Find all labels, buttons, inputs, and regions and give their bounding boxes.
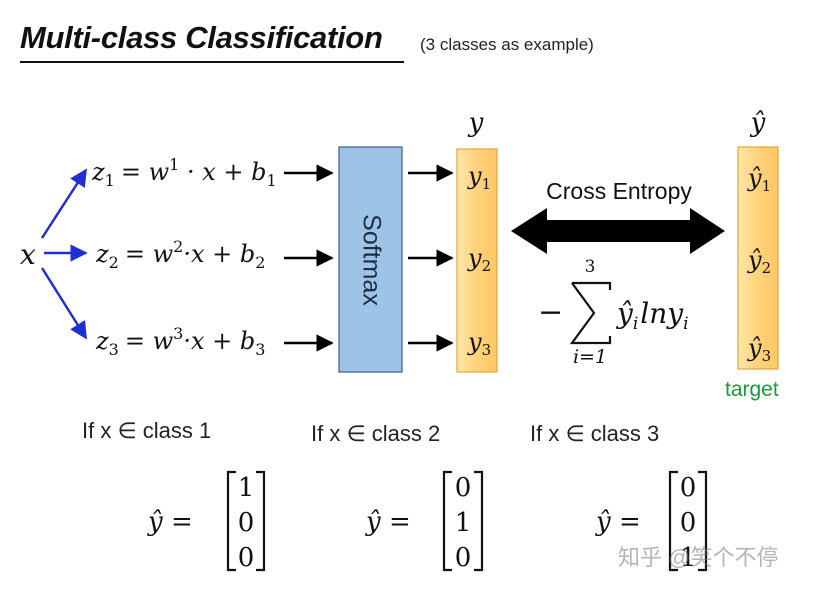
target-box	[737, 146, 779, 370]
output-y3: y3	[467, 328, 491, 359]
loss-term: ŷilnyi	[615, 297, 689, 334]
target-y2: ŷ2	[747, 246, 771, 277]
target-header: ŷ	[750, 108, 766, 138]
equation-z1: z1= w1 · x + b1	[91, 155, 277, 190]
vector-3-left-bracket	[668, 470, 678, 572]
vector-1-entry-3: 0	[238, 543, 255, 573]
output-box	[456, 148, 498, 373]
page-title: Multi-class Classification	[20, 20, 383, 55]
vector-1-left-bracket	[226, 470, 236, 572]
vector-2-left-bracket	[442, 470, 452, 572]
softmax-box	[338, 146, 403, 373]
sigma-icon	[569, 281, 612, 345]
equation-z3: z3= w3·x + b3	[95, 324, 265, 359]
page-subtitle: (3 classes as example)	[420, 35, 594, 54]
cross-entropy-label: Cross Entropy	[546, 178, 692, 204]
watermark: 知乎 @笑个不停	[618, 545, 779, 570]
input-arrow-3	[40, 267, 88, 340]
sum-lower: i=1	[573, 346, 607, 368]
cross-entropy-arrow	[511, 208, 725, 254]
vector-2-entry-3: 0	[455, 543, 472, 573]
input-x: x	[20, 238, 36, 271]
output-header: y	[468, 108, 484, 138]
condition-class-1: If x ∈ class 1	[82, 418, 212, 443]
vector-1-right-bracket	[256, 470, 266, 572]
vector-3-right-bracket	[698, 470, 708, 572]
vector-1-entry-1: 1	[238, 473, 255, 503]
output-y1: y1	[467, 162, 491, 193]
vector-2-right-bracket	[474, 470, 484, 572]
yhat-eq-2: ŷ =	[365, 507, 411, 537]
condition-class-2: If x ∈ class 2	[311, 421, 441, 446]
condition-class-3: If x ∈ class 3	[530, 421, 660, 446]
vector-2-entry-2: 1	[455, 508, 472, 538]
title-underline	[20, 61, 404, 63]
target-y3: ŷ3	[747, 334, 771, 365]
vector-3-entry-1: 0	[680, 473, 697, 503]
vector-2-entry-1: 0	[455, 473, 472, 503]
vector-3-entry-2: 0	[680, 508, 697, 538]
target-y1: ŷ1	[747, 164, 771, 195]
vector-1-entry-2: 0	[238, 508, 255, 538]
output-y2: y2	[467, 244, 491, 275]
yhat-eq-3: ŷ =	[595, 507, 641, 537]
vector-3-entry-3: 1	[680, 543, 697, 573]
equation-z2: z2= w2·x + b2	[95, 237, 265, 272]
yhat-eq-1: ŷ =	[147, 507, 193, 537]
input-arrow-1	[40, 168, 88, 239]
softmax-label: Softmax	[357, 214, 385, 306]
sum-upper: 3	[585, 257, 596, 277]
target-label: target	[725, 378, 779, 401]
loss-minus: −	[538, 295, 563, 330]
